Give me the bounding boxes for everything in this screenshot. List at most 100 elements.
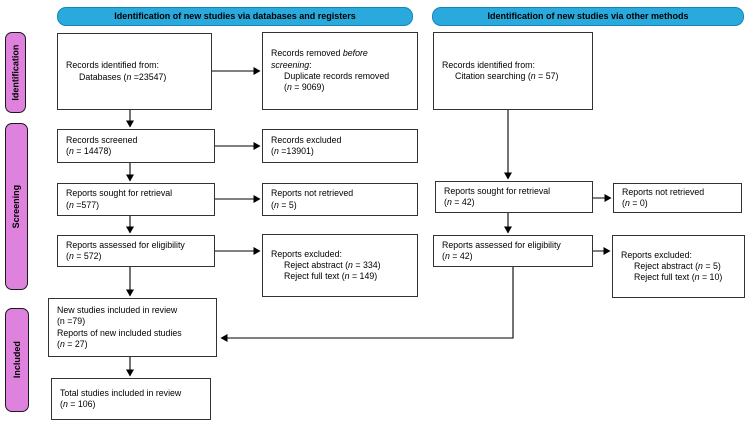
n-symbol: n bbox=[68, 146, 74, 156]
n-symbol: n bbox=[286, 82, 292, 93]
n-symbol: n bbox=[273, 146, 279, 156]
text-segment: = 149) bbox=[349, 271, 378, 282]
text-segment: ( bbox=[622, 198, 625, 208]
n-symbol: n bbox=[344, 271, 350, 282]
text-segment: Reject abstract ( bbox=[634, 260, 699, 271]
n-symbol: n bbox=[530, 71, 536, 81]
box-text-line: (n = 14478) bbox=[66, 146, 211, 157]
box-text-line: Reject abstract (n = 334) bbox=[271, 260, 414, 271]
box-records-identified-databases: Records identified from: Databases (n =2… bbox=[57, 33, 212, 110]
box-reports-sought-retrieval: Reports sought for retrieval (n =577) bbox=[57, 183, 215, 216]
box-text-line: Duplicate records removed bbox=[284, 71, 390, 81]
box-reports-not-retrieved: Reports not retrieved (n = 5) bbox=[262, 183, 418, 216]
text-segment: screening bbox=[271, 59, 310, 70]
box-records-identified-citation: Records identified from: Citation search… bbox=[433, 32, 593, 110]
box-text-line: Reject full text (n = 10) bbox=[621, 272, 741, 283]
text-segment: ( bbox=[444, 197, 447, 207]
text-segment: = 572) bbox=[73, 251, 102, 261]
box-reports-assessed-eligibility-other: Reports assessed for eligibility (n = 42… bbox=[433, 235, 593, 267]
box-text-line: Reports not retrieved bbox=[622, 186, 705, 197]
n-symbol: n bbox=[126, 71, 132, 82]
text-segment: =13901) bbox=[278, 146, 314, 156]
box-text-line: Reports sought for retrieval bbox=[444, 185, 551, 196]
header-other-methods: Identification of new studies via other … bbox=[432, 7, 744, 26]
text-segment: = 14478) bbox=[73, 146, 112, 156]
box-text-line: (n = 572) bbox=[66, 251, 211, 262]
n-symbol: n bbox=[62, 399, 68, 409]
box-text-line: Databases (n =23547) bbox=[66, 72, 208, 83]
side-label-text: Identification bbox=[9, 44, 20, 101]
box-new-studies-included: New studies included in review (n =79) R… bbox=[48, 298, 217, 357]
text-segment: Records removed bbox=[271, 48, 343, 59]
n-symbol: n bbox=[59, 338, 65, 349]
box-text-line: Records removed before bbox=[271, 48, 414, 59]
text-segment: ( bbox=[66, 251, 69, 261]
side-label-text: Screening bbox=[10, 184, 21, 229]
header-databases-registers: Identification of new studies via databa… bbox=[57, 7, 413, 26]
text-segment: ( bbox=[271, 199, 274, 210]
box-text-line: Reports assessed for eligibility bbox=[66, 239, 185, 250]
text-segment: = 334) bbox=[352, 259, 381, 270]
text-segment: = 10) bbox=[699, 272, 723, 283]
box-reports-assessed-eligibility: Reports assessed for eligibility (n = 57… bbox=[57, 235, 215, 267]
box-text-line: (n =13901) bbox=[271, 146, 414, 157]
box-total-studies-included: Total studies included in review (n = 10… bbox=[51, 378, 211, 420]
box-reports-excluded: Reports excluded: Reject abstract (n = 3… bbox=[262, 234, 418, 297]
n-symbol: n bbox=[624, 198, 630, 208]
box-text-line: Reject abstract (n = 5) bbox=[621, 261, 741, 272]
n-symbol: n bbox=[273, 199, 279, 210]
text-segment: : bbox=[309, 59, 312, 70]
text-segment: before bbox=[342, 48, 368, 59]
box-text-line: (n = 5) bbox=[271, 200, 414, 211]
text-segment: = 57) bbox=[535, 71, 559, 81]
text-segment: = 0) bbox=[629, 198, 648, 208]
box-reports-excluded-other: Reports excluded: Reject abstract (n = 5… bbox=[612, 235, 745, 298]
text-segment: =23547) bbox=[131, 71, 167, 82]
text-segment: Reject full text ( bbox=[284, 271, 345, 282]
box-text-line: (n = 27) bbox=[57, 339, 213, 350]
side-label-text: Included bbox=[11, 341, 22, 379]
text-segment: = 5) bbox=[702, 260, 721, 271]
box-text-line: Reports assessed for eligibility bbox=[442, 239, 561, 250]
text-segment: Reject full text ( bbox=[634, 272, 695, 283]
box-records-excluded: Records excluded (n =13901) bbox=[262, 129, 418, 163]
n-symbol: n bbox=[68, 199, 74, 210]
text-segment: Reject abstract ( bbox=[284, 259, 349, 270]
box-reports-sought-retrieval-other: Reports sought for retrieval (n = 42) bbox=[435, 181, 593, 213]
text-segment: = 42) bbox=[451, 197, 475, 207]
box-text-line: Reports sought for retrieval bbox=[66, 188, 173, 199]
side-label-identification: Identification bbox=[5, 32, 26, 113]
box-records-removed-before-screening: Records removed before screening: Duplic… bbox=[262, 32, 418, 110]
text-segment: ( bbox=[66, 199, 69, 210]
n-symbol: n bbox=[348, 259, 353, 270]
box-text-line: (n = 42) bbox=[442, 251, 589, 262]
text-segment: = 9069) bbox=[291, 82, 325, 93]
box-text-line: Records excluded bbox=[271, 134, 342, 145]
box-text-line: (n = 0) bbox=[622, 198, 738, 209]
box-reports-not-retrieved-other: Reports not retrieved (n = 0) bbox=[613, 183, 742, 213]
box-text-line: Reports excluded: bbox=[621, 249, 692, 260]
side-label-included: Included bbox=[5, 308, 29, 412]
text-segment: Citation searching ( bbox=[455, 71, 531, 81]
box-text-line: Records screened bbox=[66, 134, 138, 145]
box-text-line: Reports excluded: bbox=[271, 248, 342, 259]
text-segment: ( bbox=[271, 146, 274, 156]
text-segment: ( bbox=[284, 82, 287, 93]
box-records-screened: Records screened (n = 14478) bbox=[57, 129, 215, 163]
box-text-line: Total studies included in review bbox=[60, 387, 182, 398]
n-symbol: n bbox=[444, 251, 450, 261]
box-text-line: Records identified from: bbox=[442, 59, 535, 70]
text-segment: = 5) bbox=[278, 199, 297, 210]
box-text-line: New studies included in review bbox=[57, 304, 178, 315]
n-symbol: n bbox=[694, 272, 700, 283]
text-segment: ( bbox=[66, 146, 69, 156]
box-text-line: (n = 106) bbox=[60, 399, 207, 410]
box-text-line: screening: bbox=[271, 60, 414, 71]
text-segment: = 106) bbox=[67, 399, 96, 409]
text-segment: = 27) bbox=[64, 338, 88, 349]
box-text-line: Reports not retrieved bbox=[271, 188, 354, 199]
text-segment: ( bbox=[442, 251, 445, 261]
text-segment: =577) bbox=[73, 199, 100, 210]
side-label-screening: Screening bbox=[5, 123, 28, 290]
